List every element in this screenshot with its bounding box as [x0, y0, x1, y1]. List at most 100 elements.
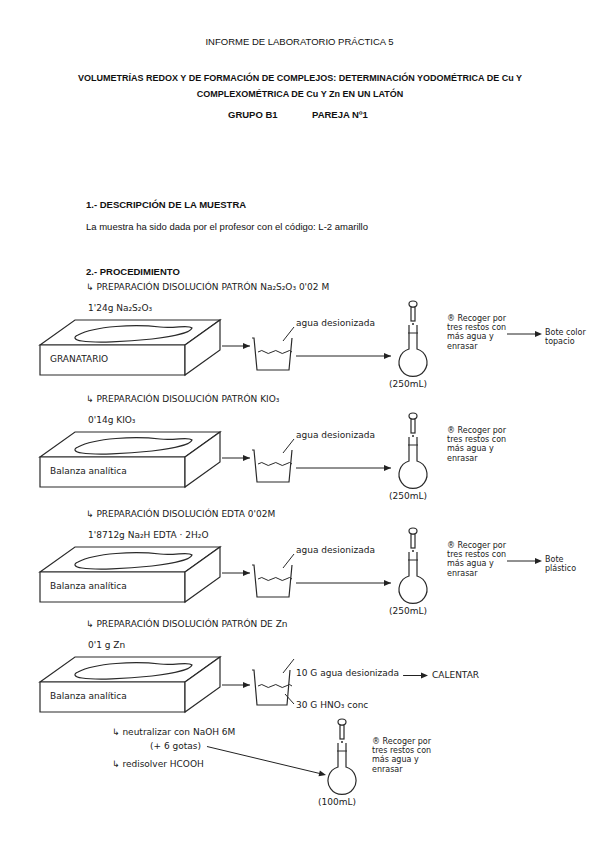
balance-node: Balanza analítica	[40, 432, 220, 487]
drop	[412, 550, 414, 552]
flask-node: (250mL)	[393, 552, 433, 604]
flask-node: (100mL)	[322, 743, 362, 795]
balance-node: Balanza analítica	[40, 657, 220, 712]
node-text: (250mL)	[389, 491, 427, 502]
leader-line	[285, 694, 294, 704]
arrow-head	[243, 455, 250, 461]
mass-label: 0'14g KIO₃	[88, 415, 135, 426]
step-note: ® Recoger por tres restos con más agua y…	[372, 737, 432, 774]
flask-mark	[337, 751, 347, 752]
action-label: CALENTAR	[432, 670, 479, 681]
liquid-surface	[258, 351, 292, 354]
flask-node: (250mL)	[393, 437, 433, 489]
beaker-node: agua desionizada	[252, 565, 294, 597]
liquid-surface	[258, 578, 292, 581]
node-shape	[40, 547, 220, 602]
step-heading: ↳ PREPARACIÓN DISOLUCIÓN PATRÓN KIO₃	[86, 394, 279, 405]
section-heading: 1.- DESCRIPCIÓN DE LA MUESTRA	[86, 199, 246, 211]
node-shape	[252, 670, 292, 705]
process-arrow	[296, 580, 391, 586]
arrow-line	[207, 747, 320, 774]
body-text: La muestra ha sido dada por el profesor …	[86, 221, 368, 233]
report-title: VOLUMETRÍAS REDOX Y DE FORMACIÓN DE COMP…	[50, 70, 550, 102]
liquid-surface	[258, 685, 292, 688]
arrow-line	[507, 334, 537, 335]
container-note: Bote color topacio	[545, 328, 593, 346]
flask-mark	[408, 560, 418, 561]
drop	[412, 323, 414, 325]
process-arrow	[222, 570, 250, 576]
step-text: ↳ redisolver HCOOH	[112, 759, 204, 770]
pipette-tube	[411, 419, 415, 433]
process-arrow	[222, 682, 250, 688]
liquid-surface	[258, 463, 292, 466]
arrow-line	[296, 356, 391, 357]
flask-outline	[399, 325, 427, 376]
node-text: agua desionizada	[296, 545, 375, 556]
step-heading: ↳ PREPARACIÓN DISOLUCIÓN PATRÓN Na₂S₂O₃ …	[86, 282, 329, 293]
flask-mark	[408, 333, 418, 334]
pipette-bulb	[409, 301, 417, 307]
node-shape	[393, 437, 433, 489]
drop	[412, 435, 414, 437]
balance-node: GRANATARIO	[40, 320, 220, 375]
node-shape	[322, 743, 362, 795]
pipette-bulb	[409, 528, 417, 534]
leader-line	[283, 554, 294, 568]
step-text: ↳ neutralizar con NaOH 6M	[112, 727, 235, 738]
pipette-bulb	[409, 413, 417, 419]
arrow-head	[318, 770, 326, 776]
node-shape	[252, 338, 294, 370]
flask-mark	[408, 445, 418, 446]
weighing-boat	[75, 553, 192, 569]
weighing-boat	[75, 663, 192, 679]
drop	[341, 741, 343, 743]
arrow-head	[384, 353, 391, 359]
node-text: agua desionizada	[296, 430, 375, 441]
arrow-head	[384, 580, 391, 586]
node-text: GRANATARIO	[50, 354, 108, 365]
node-text: agua desionizada	[296, 318, 375, 329]
beaker-node: agua desionizada	[252, 450, 294, 482]
step-heading: ↳ PREPARACIÓN DISOLUCIÓN EDTA 0'02M	[86, 509, 275, 520]
weighing-boat	[75, 326, 192, 342]
arrow-line	[507, 561, 537, 562]
flask-outline	[328, 743, 356, 794]
leader-line	[283, 659, 294, 673]
beaker-node: agua desionizada	[252, 338, 294, 370]
weighing-boat	[75, 438, 192, 454]
node-shape	[393, 325, 433, 377]
step-note: ® Recoger por tres restos con más agua y…	[447, 541, 507, 578]
pipette-tube	[411, 534, 415, 548]
node-shape	[40, 432, 220, 487]
arrow-head	[421, 673, 428, 679]
pipette-bulb	[338, 719, 346, 725]
mass-label: 1'24g Na₂S₂O₃	[88, 303, 152, 314]
node-text: (250mL)	[389, 379, 427, 390]
node-text: (100mL)	[318, 797, 356, 808]
beaker-outline	[252, 450, 292, 482]
arrow-head	[243, 682, 250, 688]
beaker-node: 10 G agua desionizada30 G HNO₃ conc	[252, 670, 292, 705]
node-text: Balanza analítica	[50, 691, 127, 702]
pair-label: PAREJA Nº1	[312, 109, 368, 121]
node-shape	[393, 552, 433, 604]
node-text: 10 G agua desionizada	[296, 668, 399, 679]
node-text: 30 G HNO₃ conc	[296, 700, 368, 711]
node-shape	[252, 565, 294, 597]
section-heading: 2.- PROCEDIMIENTO	[86, 266, 180, 278]
process-arrow	[222, 343, 250, 349]
mass-label: 1'8712g Na₂H EDTA · 2H₂O	[88, 530, 209, 541]
balance-front	[40, 457, 185, 487]
beaker-outline	[252, 565, 292, 597]
flask-outline	[399, 552, 427, 603]
balance-front	[40, 572, 185, 602]
page-header: INFORME DE LABORATORIO PRÁCTICA 5	[0, 36, 599, 48]
balance-node: Balanza analítica	[40, 547, 220, 602]
node-text: Balanza analítica	[50, 466, 127, 477]
process-arrow	[296, 465, 391, 471]
leader-line	[283, 327, 294, 341]
arrow-line	[296, 583, 391, 584]
arrow-head	[243, 570, 250, 576]
